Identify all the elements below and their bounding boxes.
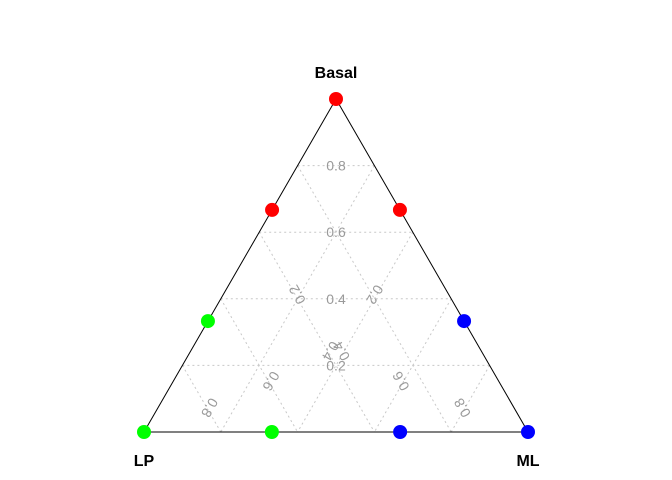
data-point-red (392, 202, 407, 217)
tick-label-ml: 0.2 (285, 282, 309, 307)
tick-label-basal: 0.2 (326, 357, 346, 373)
data-point-blue (521, 425, 535, 439)
tick-labels: 0.20.40.60.80.20.40.60.80.20.40.60.8 (198, 158, 474, 421)
grid-lines (181, 165, 491, 433)
tick-label-basal: 0.6 (326, 224, 346, 240)
data-point-green (137, 425, 151, 439)
grid-line-lp (297, 165, 452, 433)
grid-line-lp (258, 231, 375, 433)
grid-line-ml (373, 298, 452, 433)
triangle-outline (143, 97, 529, 433)
grid-line-ml (220, 165, 375, 433)
data-points (137, 92, 535, 439)
vertex-label-lp: LP (134, 453, 155, 470)
data-point-red (329, 92, 343, 106)
tick-label-ml: 0.8 (450, 395, 474, 420)
tick-label-basal: 0.4 (326, 291, 346, 307)
data-point-blue (393, 425, 408, 439)
tick-label-lp: 0.8 (198, 395, 222, 420)
tick-label-ml: 0.6 (389, 369, 413, 394)
data-point-blue (457, 314, 472, 329)
triangle-frame (143, 97, 529, 433)
data-point-green (200, 314, 215, 329)
grid-line-ml (297, 231, 414, 433)
data-point-green (264, 425, 279, 439)
data-point-red (265, 202, 280, 217)
tick-label-lp: 0.6 (259, 369, 283, 394)
tick-label-lp: 0.2 (363, 282, 387, 307)
vertex-label-ml: ML (516, 453, 539, 470)
vertex-labels: Basal LP ML (134, 65, 540, 470)
vertex-label-basal: Basal (315, 65, 358, 82)
grid-line-lp (220, 298, 299, 433)
grid-line-ml (450, 365, 491, 433)
tick-label-basal: 0.8 (326, 158, 346, 174)
